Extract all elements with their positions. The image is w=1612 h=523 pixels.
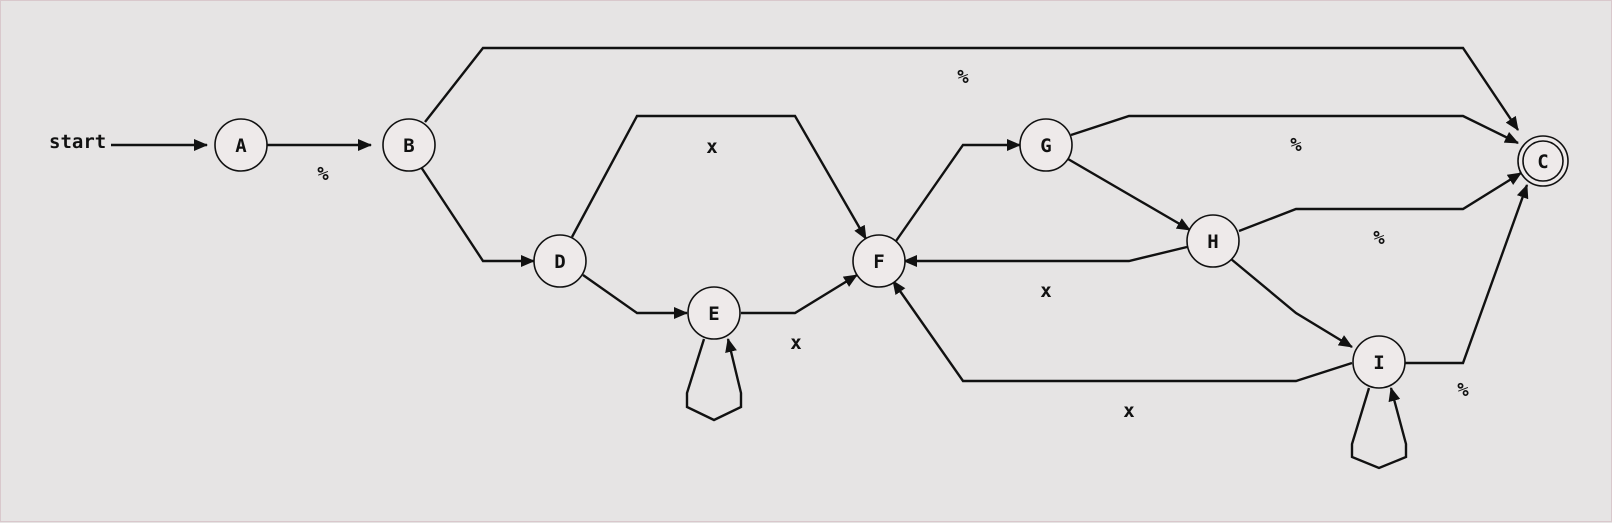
label-H-C: % — [1373, 227, 1385, 249]
edge-B-C — [424, 46, 1519, 131]
edge-D-F — [570, 114, 868, 240]
state-C: C — [1517, 135, 1569, 187]
start-label: start — [49, 131, 106, 153]
state-H: H — [1186, 214, 1240, 268]
edge-I-I — [1350, 387, 1408, 470]
edge-B-D — [419, 166, 535, 267]
state-B-label: B — [403, 135, 414, 157]
state-F-label: F — [873, 251, 884, 273]
edge-H-F — [903, 245, 1188, 267]
edge-D-E — [582, 274, 688, 319]
state-E-label: E — [708, 303, 719, 325]
state-A: A — [214, 118, 268, 172]
edge-E-E — [685, 338, 743, 422]
label-E-F: x — [790, 332, 801, 354]
state-B: B — [382, 118, 436, 172]
edge-I-F — [892, 280, 1353, 383]
state-E: E — [687, 286, 741, 340]
edge-I-C — [1405, 184, 1529, 365]
label-G-C: % — [1290, 134, 1302, 156]
state-F: F — [852, 234, 906, 288]
edge-G-C — [1070, 114, 1519, 145]
state-I-label: I — [1373, 352, 1384, 374]
edge-H-I — [1230, 258, 1353, 349]
state-C-label: C — [1537, 151, 1548, 173]
state-D-label: D — [554, 251, 565, 273]
label-A-B: % — [317, 163, 329, 185]
label-B-C: % — [957, 66, 969, 88]
label-I-C: % — [1457, 379, 1469, 401]
label-D-F: x — [706, 136, 717, 158]
label-I-F: x — [1123, 400, 1134, 422]
state-A-label: A — [235, 135, 247, 157]
state-G: G — [1019, 118, 1073, 172]
edge-E-F — [741, 273, 858, 315]
edge-H-C — [1238, 171, 1522, 233]
label-H-F: x — [1040, 280, 1051, 302]
edge-F-G — [895, 139, 1021, 242]
state-G-label: G — [1040, 135, 1051, 157]
edge-G-H — [1067, 157, 1191, 232]
state-H-label: H — [1207, 231, 1218, 253]
state-I: I — [1352, 335, 1406, 389]
state-D: D — [533, 234, 587, 288]
